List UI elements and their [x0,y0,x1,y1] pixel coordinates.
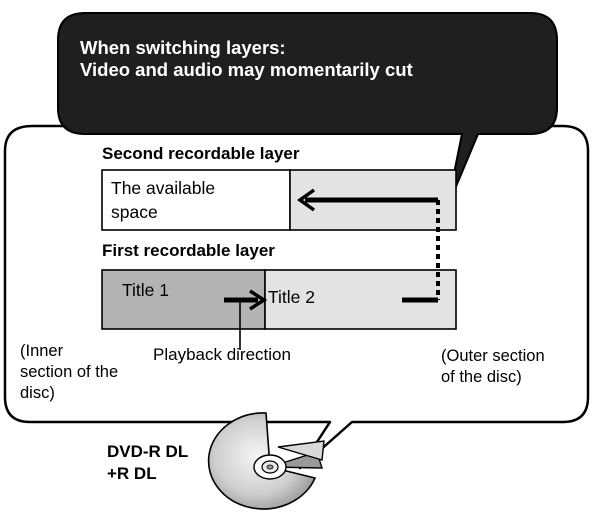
first-layer-label: First recordable layer [102,241,275,260]
inner-section-label-line-2: section of the [20,363,119,381]
available-space-label-line-2: space [111,202,158,222]
inner-section-label-line-1: (Inner [20,342,64,360]
disc-type-label-line-2: +R DL [107,464,157,483]
switching-callout-bubble [57,12,558,209]
callout-line-1: When switching layers: [80,37,286,58]
disc-illustration [207,412,325,510]
title1-label: Title 1 [122,280,170,300]
callout-line-2: Video and audio may momentarily cut [80,58,413,80]
switching-callout-text: When switching layers: Video and audio m… [80,37,413,81]
available-space-segment [101,169,291,231]
playback-direction-label: Playback direction [153,345,291,364]
second-layer-label: Second recordable layer [102,144,300,163]
playback-arrow-head [249,289,268,311]
outer-section-label-line-1: (Outer section [441,347,545,365]
disc-type-label-line-1: DVD-R DL [107,442,189,461]
inner-section-label-line-3: disc) [20,384,55,402]
available-space-label-line-1: The available [111,178,216,198]
outer-section-label-line-2: of the disc) [441,368,522,386]
title2-label: Title 2 [268,287,316,307]
second-layer-arrow-head [296,188,316,212]
